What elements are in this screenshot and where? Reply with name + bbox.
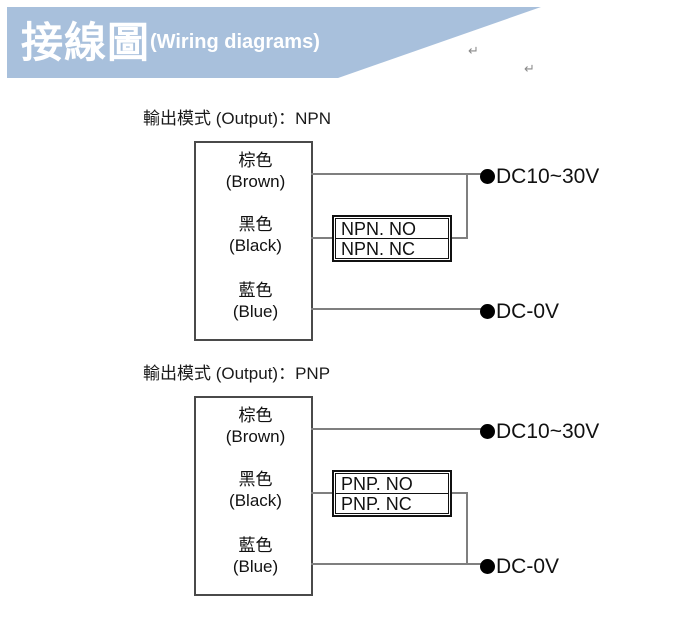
sensor-body-pnp: 棕色 (Brown) 黑色 (Black) 藍色 (Blue) [194, 396, 313, 596]
wire-label-brown-cjk: 棕色 [238, 406, 273, 425]
wire-label-brown-en: (Brown) [225, 171, 286, 191]
terminal-ground-pnp: DC-0V [480, 556, 559, 577]
terminal-supply-pnp: DC10~30V [480, 421, 599, 442]
wire-label-black-cjk: 黑色 [238, 470, 273, 489]
wire-label-black-cjk: 黑色 [238, 215, 273, 234]
switch-box-inner-pnp: PNP. NO PNP. NC [335, 473, 449, 514]
wire-label-blue-cjk: 藍色 [238, 536, 273, 555]
terminal-ground-npn: DC-0V [480, 301, 559, 322]
wire-brown-to-supply [311, 173, 483, 175]
sensor-body-npn: 棕色 (Brown) 黑色 (Black) 藍色 (Blue) [194, 141, 313, 341]
paragraph-mark-icon: ↵ [468, 44, 479, 59]
terminal-supply-npn: DC10~30V [480, 166, 599, 187]
switch-box-inner-npn: NPN. NO NPN. NC [335, 218, 449, 259]
switch-box-pnp[interactable]: PNP. NO PNP. NC [332, 470, 452, 517]
wire-black-to-switch [311, 492, 334, 494]
wire-switch-riser-npn [466, 173, 468, 239]
wire-label-black: 黑色 (Black) [196, 470, 315, 511]
wire-label-blue: 藍色 (Blue) [196, 281, 315, 322]
wire-label-blue-en: (Blue) [232, 301, 279, 321]
terminal-dot-icon [480, 169, 495, 184]
wire-blue-to-ground [311, 308, 483, 310]
wire-black-to-switch [311, 237, 334, 239]
wire-switch-right-pnp [450, 492, 468, 494]
wire-label-blue-cjk: 藍色 [238, 281, 273, 300]
switch-option-nc-npn[interactable]: NPN. NC [341, 238, 416, 259]
wire-label-brown: 棕色 (Brown) [196, 151, 315, 192]
terminal-dot-icon [480, 559, 495, 574]
wire-label-black-en: (Black) [229, 490, 282, 510]
paragraph-mark-icon: ↵ [524, 62, 535, 77]
wire-switch-dropper-pnp [466, 492, 468, 565]
page-title-cjk: 接線圖 [21, 18, 151, 66]
wire-switch-right-npn [450, 237, 468, 239]
wire-label-blue: 藍色 (Blue) [196, 536, 315, 577]
section-title-npn: 輸出模式 (Output)：NPN [143, 109, 331, 128]
page-title-en: (Wiring diagrams) [150, 30, 320, 53]
switch-option-nc-pnp[interactable]: PNP. NC [341, 493, 412, 514]
terminal-label-ground: DC-0V [496, 555, 560, 578]
banner-title-group: 接線圖 (Wiring diagrams) [21, 7, 320, 78]
wire-label-brown-en: (Brown) [225, 426, 286, 446]
switch-option-no-pnp[interactable]: PNP. NO [336, 474, 448, 494]
terminal-label-ground: DC-0V [496, 300, 560, 323]
wire-brown-to-supply [311, 428, 483, 430]
wire-label-brown-cjk: 棕色 [238, 151, 273, 170]
switch-option-no-npn[interactable]: NPN. NO [336, 219, 448, 239]
header-banner: 接線圖 (Wiring diagrams) [7, 7, 541, 78]
section-title-pnp: 輸出模式 (Output)：PNP [143, 364, 331, 383]
wire-label-black-en: (Black) [229, 235, 282, 255]
terminal-label-supply: DC10~30V [496, 165, 600, 188]
terminal-label-supply: DC10~30V [496, 420, 600, 443]
wire-label-blue-en: (Blue) [232, 556, 279, 576]
wire-blue-to-ground [311, 563, 483, 565]
switch-box-npn[interactable]: NPN. NO NPN. NC [332, 215, 452, 262]
wire-label-black: 黑色 (Black) [196, 215, 315, 256]
terminal-dot-icon [480, 304, 495, 319]
terminal-dot-icon [480, 424, 495, 439]
wire-label-brown: 棕色 (Brown) [196, 406, 315, 447]
